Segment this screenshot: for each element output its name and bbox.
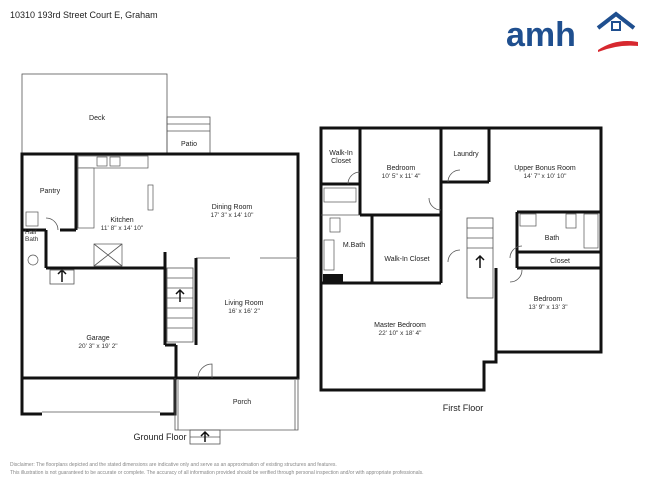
kitchen-counter-left <box>77 167 95 229</box>
ground-floor-plan: Deck Patio Pantry Kitchen 11' 8" x 14' 1… <box>20 73 300 445</box>
deck-label: Deck <box>89 115 105 122</box>
deck-outline <box>21 73 168 155</box>
porch-label: Porch <box>233 399 251 406</box>
stairs-up-arrow-icon <box>175 288 185 302</box>
bathtub-icon <box>323 187 357 203</box>
toilet-icon <box>565 213 577 229</box>
amh-logo: amh <box>506 11 638 54</box>
first-stairs <box>466 217 494 299</box>
patio-outline <box>166 116 211 155</box>
first-outer-wall <box>319 126 603 392</box>
house-roof-icon <box>596 11 636 30</box>
vanity-icon <box>323 239 335 271</box>
property-address: 10310 193rd Street Court E, Graham <box>10 10 158 20</box>
living-label: Living Room <box>225 300 264 307</box>
porch-entry-arrow-icon <box>200 430 210 442</box>
master-dims: 22' 10" x 18' 4" <box>379 330 423 337</box>
garage-label: Garage <box>86 335 109 342</box>
walkin-closet-1-label-2: Closet <box>331 158 351 165</box>
bathtub-icon <box>583 213 599 249</box>
bedroom-1-label: Bedroom <box>387 165 416 172</box>
toilet-icon <box>329 217 341 233</box>
disclaimer-line-1: Disclaimer: The floorplans depicted and … <box>10 462 337 468</box>
garage-dims: 20' 3" x 19' 2" <box>78 343 118 350</box>
upper-bonus-dims: 14' 7" x 10' 10" <box>524 173 568 180</box>
bedroom-2-dims: 13' 9" x 13' 3" <box>528 304 568 311</box>
ground-floor-label: Ground Floor <box>133 432 186 442</box>
pantry-label: Pantry <box>40 188 61 195</box>
laundry-label: Laundry <box>453 151 479 158</box>
half-bath-label-1: Half <box>25 229 37 236</box>
dining-dims: 17' 3" x 14' 10" <box>211 212 255 219</box>
sink-icon <box>519 213 537 227</box>
bedroom-1-dims: 10' 5" x 11' 4" <box>382 173 421 180</box>
logo-text: amh <box>506 16 576 54</box>
first-floor-plan: Walk-In Closet Bedroom 10' 5" x 11' 4" L… <box>319 126 603 413</box>
toilet-icon <box>25 211 39 227</box>
dining-label: Dining Room <box>212 204 253 211</box>
half-bath-label-2: Bath <box>25 236 39 243</box>
garage-entry-arrow-icon <box>57 268 67 282</box>
walkin-closet-1-label-1: Walk-In <box>329 150 353 157</box>
m-bath-label: M.Bath <box>343 242 365 249</box>
kitchen-label: Kitchen <box>110 217 133 224</box>
disclaimer-line-2: This illustration is not guaranteed to b… <box>10 470 424 476</box>
first-floor-label: First Floor <box>443 403 484 413</box>
sink-icon <box>27 254 39 266</box>
porch-outline <box>174 378 299 431</box>
living-dims: 16' x 16' 2" <box>228 308 260 315</box>
logo-swoosh <box>598 41 638 52</box>
ground-outer-wall <box>20 152 300 380</box>
patio-label: Patio <box>181 141 197 148</box>
bedroom-2-label: Bedroom <box>534 296 563 303</box>
first-stairs-arrow-icon <box>475 254 485 268</box>
kitchen-sink <box>96 156 108 167</box>
bath-label: Bath <box>545 235 560 242</box>
upper-bonus-label: Upper Bonus Room <box>514 165 576 172</box>
kitchen-dims: 11' 8" x 14' 10" <box>101 225 144 232</box>
walkin-closet-2-label: Walk-In Closet <box>384 256 429 263</box>
ground-stairs <box>166 267 194 343</box>
master-label: Master Bedroom <box>374 322 426 329</box>
closet-label: Closet <box>550 258 570 265</box>
shower-icon <box>323 274 343 283</box>
